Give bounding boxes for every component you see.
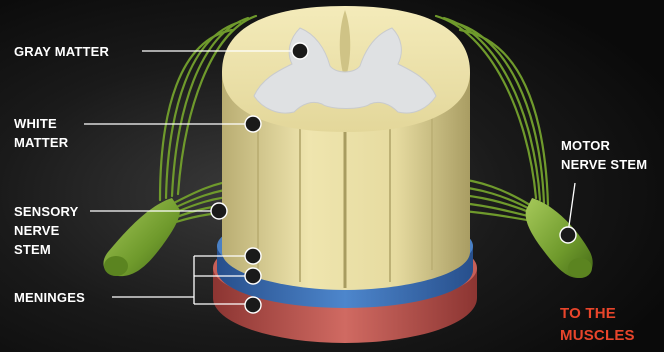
motor-nerve-stem-marker — [560, 227, 576, 243]
label-meninges: MENINGES — [14, 290, 85, 305]
sensory-nerve-stem-marker — [211, 203, 227, 219]
white-matter-cylinder — [222, 6, 470, 290]
meninges-marker-2 — [245, 268, 261, 284]
white-matter-marker — [245, 116, 261, 132]
label-gray-matter: GRAY MATTER — [14, 44, 110, 59]
gray-matter-marker — [292, 43, 308, 59]
meninges-marker-1 — [245, 248, 261, 264]
meninges-marker-3 — [245, 297, 261, 313]
